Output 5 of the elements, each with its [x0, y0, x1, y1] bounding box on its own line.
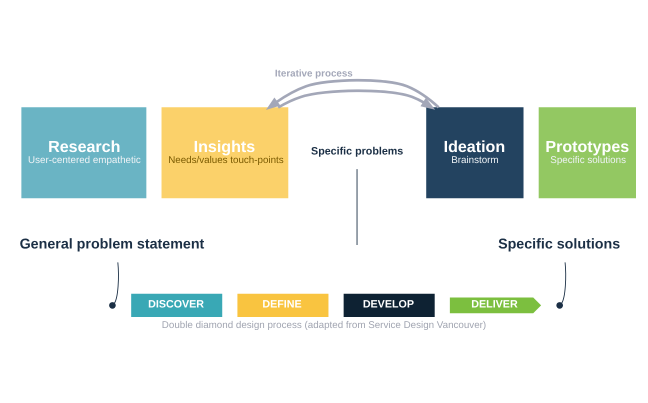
- caption: Double diamond design process (adapted from Service Design Vancouver): [162, 320, 486, 330]
- node-text: Specific solutions: [498, 236, 620, 252]
- node-text: General problem statement: [20, 236, 204, 252]
- edge-label: Iterative process: [274, 68, 353, 80]
- node-text: Specific problems: [311, 145, 404, 158]
